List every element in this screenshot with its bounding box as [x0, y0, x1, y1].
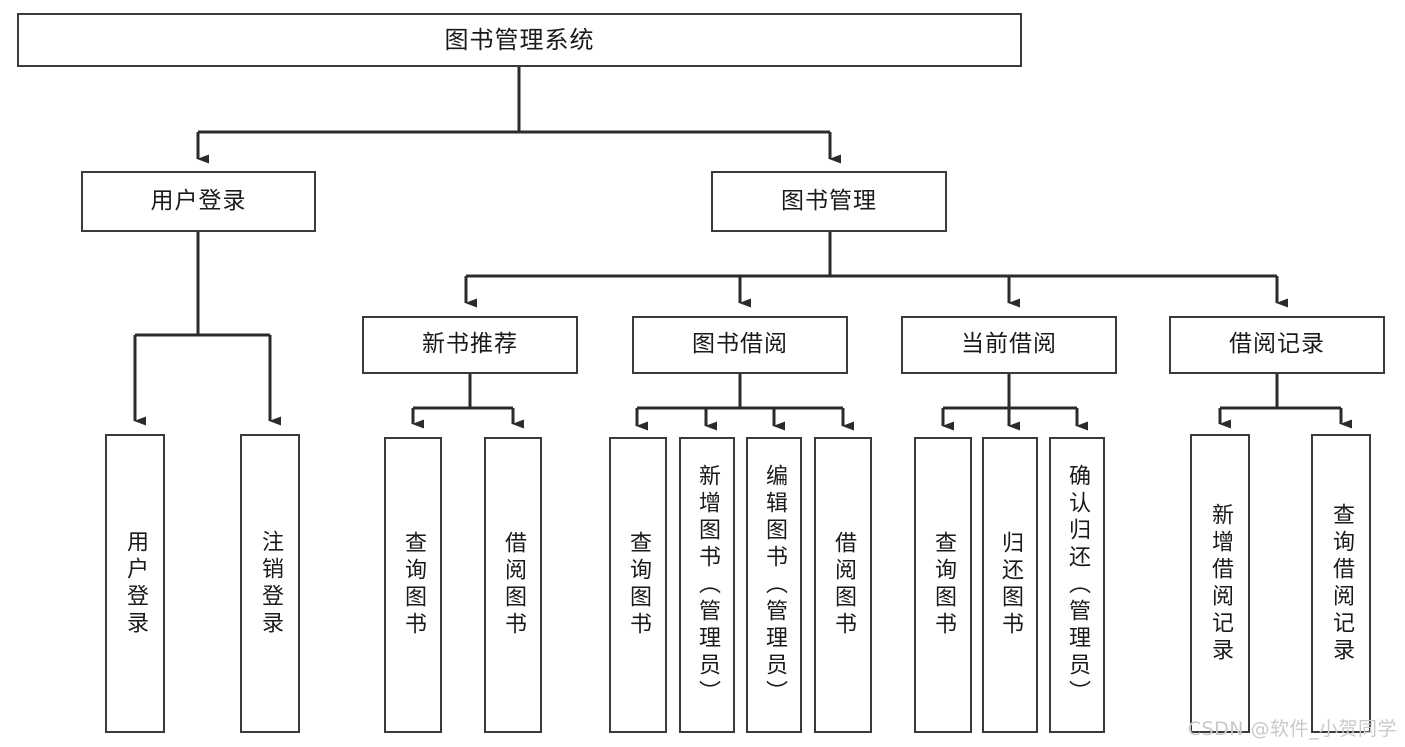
leaf-borrow-edit-book[interactable]: 编辑图书（管理员）	[746, 437, 802, 733]
leaf-borrow-borrow-book[interactable]: 借阅图书	[814, 437, 872, 733]
leaf-current-return-book[interactable]: 归还图书	[982, 437, 1038, 733]
node-book-borrow[interactable]: 图书借阅	[632, 316, 848, 374]
node-root-system[interactable]: 图书管理系统	[17, 13, 1022, 67]
leaf-borrow-query-book[interactable]: 查询图书	[609, 437, 667, 733]
node-label: 新增图书（管理员）	[695, 463, 720, 707]
leaf-new-book-query[interactable]: 查询图书	[384, 437, 442, 733]
leaf-record-add[interactable]: 新增借阅记录	[1190, 434, 1250, 733]
node-current-borrow[interactable]: 当前借阅	[901, 316, 1117, 374]
leaf-record-query[interactable]: 查询借阅记录	[1311, 434, 1371, 733]
node-label: 注销登录	[258, 529, 283, 638]
node-label: 用户登录	[150, 187, 247, 214]
leaf-borrow-add-book[interactable]: 新增图书（管理员）	[679, 437, 735, 733]
leaf-new-book-borrow[interactable]: 借阅图书	[484, 437, 542, 733]
node-label: 图书管理系统	[444, 25, 595, 54]
node-label: 查询图书	[401, 531, 426, 639]
leaf-current-query-book[interactable]: 查询图书	[914, 437, 972, 733]
node-label: 编辑图书（管理员）	[762, 463, 787, 707]
node-label: 当前借阅	[961, 331, 1057, 358]
node-label: 查询借阅记录	[1329, 502, 1354, 665]
leaf-user-login-logout[interactable]: 注销登录	[240, 434, 300, 733]
node-label: 新增借阅记录	[1208, 502, 1233, 665]
node-label: 借阅图书	[831, 531, 856, 639]
node-label: 图书管理	[781, 187, 877, 214]
node-label: 图书借阅	[692, 331, 788, 358]
node-user-login[interactable]: 用户登录	[81, 171, 316, 232]
node-label: 新书推荐	[422, 331, 518, 358]
node-label: 借阅记录	[1229, 331, 1325, 358]
node-label: 查询图书	[626, 531, 651, 639]
node-label: 归还图书	[998, 531, 1023, 639]
leaf-user-login-login[interactable]: 用户登录	[105, 434, 165, 733]
node-new-book-recommend[interactable]: 新书推荐	[362, 316, 578, 374]
node-book-management[interactable]: 图书管理	[711, 171, 947, 232]
node-label: 查询图书	[931, 531, 956, 639]
leaf-current-confirm-return[interactable]: 确认归还（管理员）	[1049, 437, 1105, 733]
watermark: CSDN @软件_小贺同学	[1187, 718, 1397, 740]
node-label: 借阅图书	[501, 531, 526, 639]
node-label: 确认归还（管理员）	[1065, 463, 1090, 707]
node-label: 用户登录	[123, 529, 148, 638]
node-borrow-record[interactable]: 借阅记录	[1169, 316, 1385, 374]
